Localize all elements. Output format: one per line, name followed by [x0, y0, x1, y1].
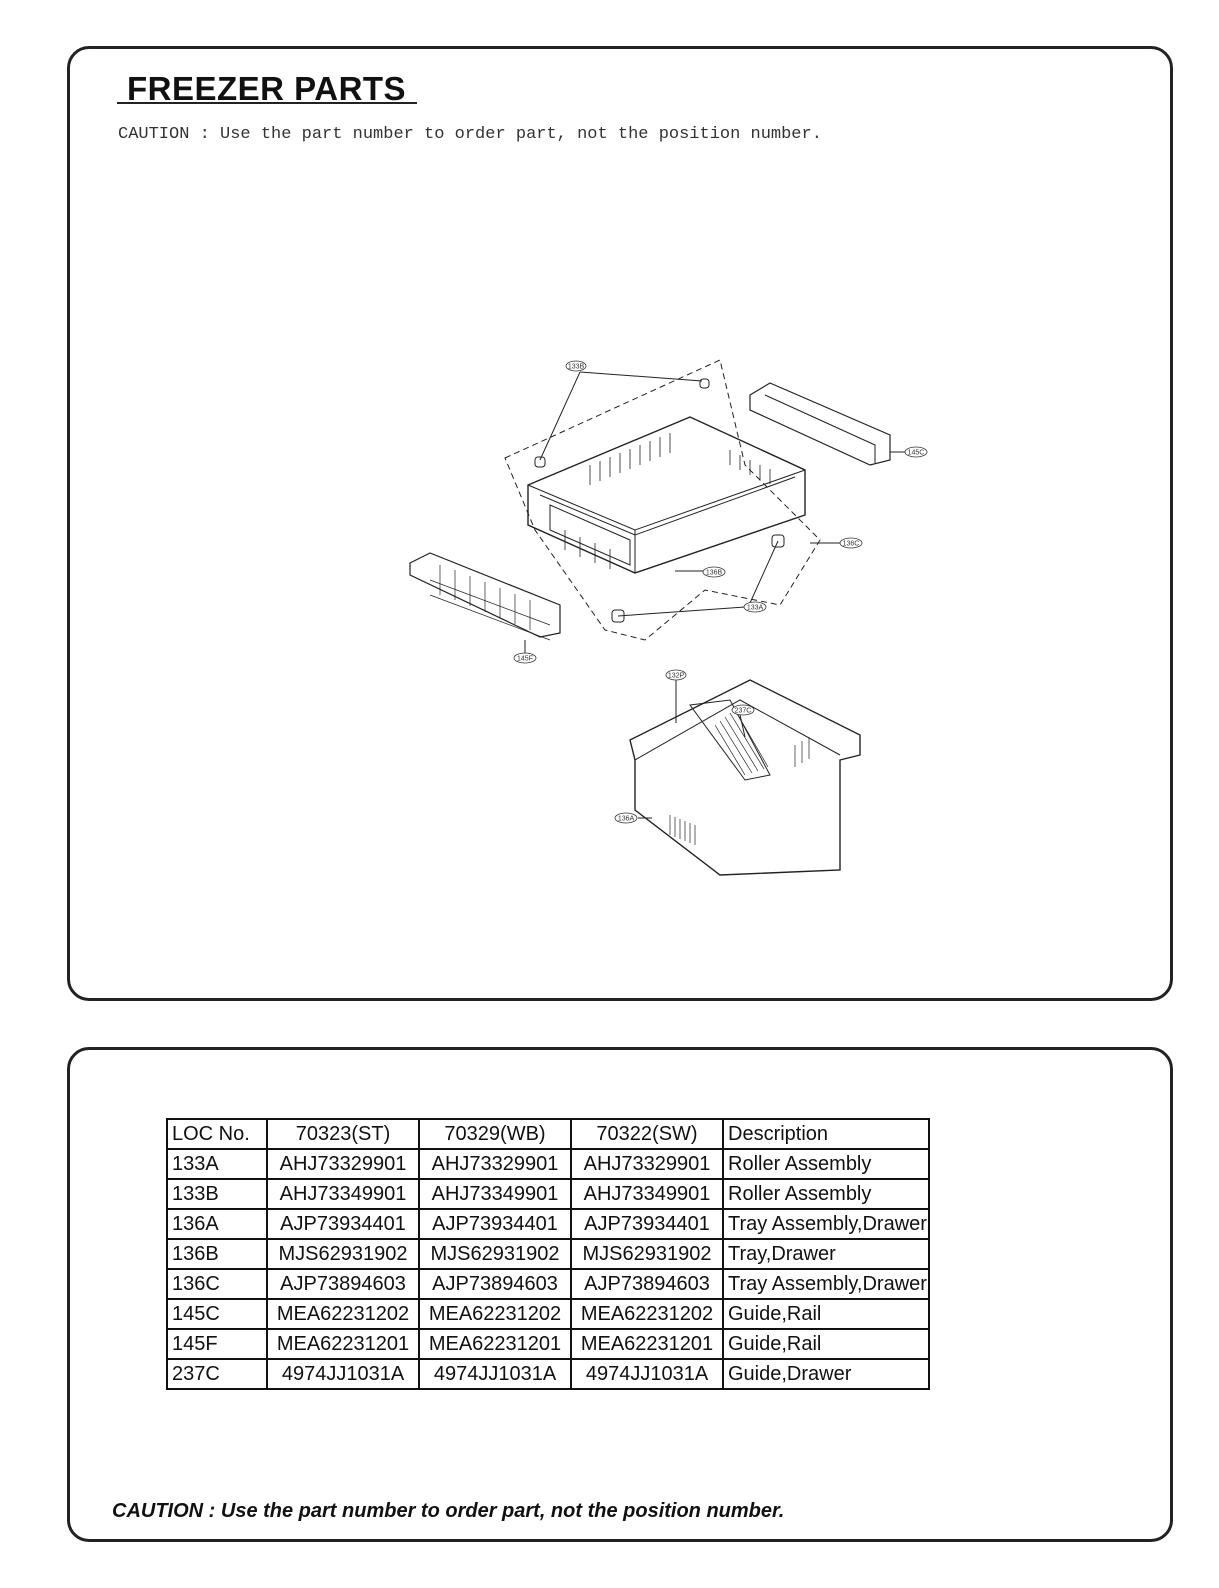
table-row: 136B MJS62931902 MJS62931902 MJS62931902…	[166, 1238, 930, 1270]
callout-label: 133B	[568, 364, 585, 371]
loc-cell: 136B	[166, 1238, 268, 1270]
description-cell: Roller Assembly	[722, 1148, 930, 1180]
column-header-70322: 70322(SW)	[570, 1118, 724, 1150]
callout-label: 145F	[517, 656, 533, 663]
description-cell: Guide,Rail	[722, 1328, 930, 1360]
part-number-cell: AHJ73349901	[570, 1178, 724, 1210]
column-header-loc: LOC No.	[166, 1118, 268, 1150]
part-number-cell: AJP73894603	[418, 1268, 572, 1300]
part-number-cell: AHJ73329901	[570, 1148, 724, 1180]
page-title: FREEZER PARTS	[127, 70, 407, 107]
table-header-row: LOC No. 70323(ST) 70329(WB) 70322(SW) De…	[166, 1118, 930, 1150]
table-row: 237C 4974JJ1031A 4974JJ1031A 4974JJ1031A…	[166, 1358, 930, 1390]
description-cell: Guide,Rail	[722, 1298, 930, 1330]
description-cell: Tray,Drawer	[722, 1238, 930, 1270]
column-header-70329: 70329(WB)	[418, 1118, 572, 1150]
part-number-cell: AJP73894603	[570, 1268, 724, 1300]
description-cell: Tray Assembly,Drawer	[722, 1268, 930, 1300]
part-number-cell: MEA62231201	[266, 1328, 420, 1360]
parts-table: LOC No. 70323(ST) 70329(WB) 70322(SW) De…	[166, 1118, 930, 1390]
table-row: 145C MEA62231202 MEA62231202 MEA62231202…	[166, 1298, 930, 1330]
part-number-cell: 4974JJ1031A	[266, 1358, 420, 1390]
part-number-cell: MJS62931902	[570, 1238, 724, 1270]
part-number-cell: AJP73934401	[570, 1208, 724, 1240]
loc-cell: 136A	[166, 1208, 268, 1240]
part-number-cell: 4974JJ1031A	[570, 1358, 724, 1390]
callout-label: 237C	[735, 708, 752, 715]
parts-list-panel	[67, 1047, 1173, 1542]
part-number-cell: MEA62231201	[570, 1328, 724, 1360]
part-number-cell: MEA62231201	[418, 1328, 572, 1360]
description-cell: Roller Assembly	[722, 1178, 930, 1210]
loc-cell: 133A	[166, 1148, 268, 1180]
table-row: 145F MEA62231201 MEA62231201 MEA62231201…	[166, 1328, 930, 1360]
part-number-cell: AJP73934401	[418, 1208, 572, 1240]
part-number-cell: AJP73934401	[266, 1208, 420, 1240]
table-row: 136A AJP73934401 AJP73934401 AJP73934401…	[166, 1208, 930, 1240]
part-number-cell: 4974JJ1031A	[418, 1358, 572, 1390]
table-row: 133B AHJ73349901 AHJ73349901 AHJ73349901…	[166, 1178, 930, 1210]
column-header-description: Description	[722, 1118, 930, 1150]
caution-note-top: CAUTION : Use the part number to order p…	[118, 125, 822, 144]
loc-cell: 237C	[166, 1358, 268, 1390]
loc-cell: 145C	[166, 1298, 268, 1330]
column-header-70323: 70323(ST)	[266, 1118, 420, 1150]
table-row: 133A AHJ73329901 AHJ73329901 AHJ73329901…	[166, 1148, 930, 1180]
description-cell: Tray Assembly,Drawer	[722, 1208, 930, 1240]
part-number-cell: AHJ73329901	[266, 1148, 420, 1180]
callout-label: 132P	[668, 673, 685, 680]
loc-cell: 133B	[166, 1178, 268, 1210]
diagram-panel	[67, 46, 1173, 1001]
callout-label: 133A	[747, 605, 764, 612]
part-number-cell: MEA62231202	[418, 1298, 572, 1330]
part-number-cell: MEA62231202	[266, 1298, 420, 1330]
loc-cell: 145F	[166, 1328, 268, 1360]
part-number-cell: MEA62231202	[570, 1298, 724, 1330]
part-number-cell: MJS62931902	[418, 1238, 572, 1270]
exploded-parts-diagram: 133B 145C 136C 136B 133A 145F 132P 237C …	[409, 359, 928, 876]
title-underline	[117, 102, 417, 104]
callout-label: 136A	[618, 816, 635, 823]
callout-label: 136B	[706, 570, 723, 577]
part-number-cell: AHJ73349901	[418, 1178, 572, 1210]
part-number-cell: AJP73894603	[266, 1268, 420, 1300]
part-number-cell: MJS62931902	[266, 1238, 420, 1270]
callout-label: 136C	[843, 541, 860, 548]
description-cell: Guide,Drawer	[722, 1358, 930, 1390]
part-number-cell: AHJ73329901	[418, 1148, 572, 1180]
caution-note-bottom: CAUTION : Use the part number to order p…	[112, 1500, 785, 1522]
callout-label: 145C	[908, 450, 925, 457]
part-number-cell: AHJ73349901	[266, 1178, 420, 1210]
loc-cell: 136C	[166, 1268, 268, 1300]
table-row: 136C AJP73894603 AJP73894603 AJP73894603…	[166, 1268, 930, 1300]
